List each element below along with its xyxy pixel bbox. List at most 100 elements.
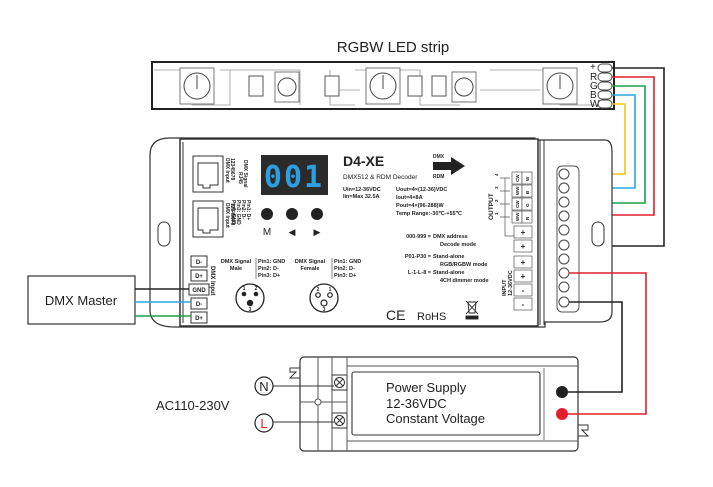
m-button-label: M bbox=[263, 227, 271, 238]
mode-desc: 4CH dimmer mode bbox=[440, 278, 489, 284]
svg-text:1: 1 bbox=[494, 212, 499, 215]
power-supply bbox=[288, 356, 590, 452]
terminal-plus: + bbox=[521, 228, 526, 237]
psu-title: Power Supply bbox=[386, 380, 467, 395]
terminal-gnd: GND bbox=[192, 288, 206, 294]
led-chip bbox=[365, 67, 401, 105]
rj45-2-pins: 12345678 bbox=[229, 203, 235, 225]
svg-text:1: 1 bbox=[329, 287, 332, 293]
strip-pin-b-label: B bbox=[590, 90, 597, 101]
mode-code: L-1-L-8 = bbox=[408, 270, 431, 276]
mode-desc: Decode mode bbox=[440, 242, 476, 248]
input-label: INPUT bbox=[502, 279, 508, 296]
right-arrow-icon: ▶ bbox=[314, 227, 321, 237]
mounting-slot bbox=[591, 221, 605, 247]
psu-type: Constant Voltage bbox=[386, 411, 485, 426]
svg-text:WW: WW bbox=[515, 212, 520, 221]
rj45-heading-sub: RJ45 bbox=[237, 172, 243, 184]
svg-text:2: 2 bbox=[317, 287, 320, 293]
rohs-mark: RoHS bbox=[417, 311, 446, 323]
xlr-male-connector[interactable]: 1 2 3 bbox=[235, 283, 265, 313]
rj45-port-1[interactable] bbox=[192, 155, 224, 193]
svg-text:RDM: RDM bbox=[433, 174, 444, 180]
psu-positive-terminal bbox=[556, 408, 568, 420]
dmx-wires bbox=[135, 288, 191, 317]
svg-text:4: 4 bbox=[494, 173, 499, 176]
strip-pin-plus-label: + bbox=[590, 62, 596, 73]
xlr-female-title: DMX Signal bbox=[295, 259, 326, 265]
xlr-male-subtitle: Male bbox=[230, 266, 242, 272]
xlr-male-pin: Pin2: D- bbox=[258, 266, 279, 272]
output-terminals bbox=[558, 168, 570, 308]
mode-desc: Stand-alone bbox=[433, 254, 464, 260]
rj45-pinout: Pin1: D+ bbox=[245, 200, 251, 220]
power-wires bbox=[568, 272, 647, 415]
ac-terminals bbox=[300, 374, 348, 429]
svg-text:B: B bbox=[525, 190, 530, 194]
model-subtitle: DMX512 & RDM Decoder bbox=[343, 174, 418, 181]
weee-bin-icon bbox=[465, 300, 479, 320]
left-button[interactable] bbox=[286, 208, 298, 220]
svg-text:CW: CW bbox=[515, 200, 520, 208]
svg-text:2: 2 bbox=[494, 199, 499, 202]
terminal-plus: + bbox=[521, 272, 526, 281]
strip-pads bbox=[597, 63, 613, 109]
rj45-2-label: DMX Input bbox=[224, 203, 230, 228]
spec-uin: Uin=12-36VDC bbox=[343, 187, 381, 193]
dmx-terminals-label: DMX Input bbox=[209, 266, 215, 296]
xlr-female-connector[interactable]: 2 1 3 bbox=[309, 283, 339, 313]
svg-text:WW: WW bbox=[515, 186, 520, 195]
rj45-pinout: Pin2: D- bbox=[240, 200, 246, 219]
led-chip-small bbox=[451, 71, 477, 103]
rj45-port-2[interactable] bbox=[192, 200, 224, 238]
xlr-male-pin: Pin1: GND bbox=[258, 259, 285, 265]
terminal-minus: - bbox=[522, 286, 525, 295]
xlr-female-subtitle: Female bbox=[301, 266, 320, 272]
m-button[interactable] bbox=[261, 208, 273, 220]
terminal-minus: - bbox=[522, 300, 525, 309]
strip-title: RGBW LED strip bbox=[337, 39, 450, 56]
resistor bbox=[248, 75, 447, 97]
mode-desc: Stand-alone bbox=[433, 270, 464, 276]
svg-text:3: 3 bbox=[249, 307, 252, 313]
svg-text:3: 3 bbox=[323, 307, 326, 313]
svg-text:CW: CW bbox=[515, 174, 520, 182]
led-chip bbox=[542, 67, 578, 105]
led-strip: + R G B W bbox=[151, 61, 615, 110]
model-name: D4-XE bbox=[343, 153, 384, 169]
input-voltage-label: 12-36VDC bbox=[508, 270, 514, 296]
xlr-female-pin: Pin3: D+ bbox=[334, 273, 356, 279]
xlr-female-pin: Pin2: D- bbox=[334, 266, 355, 272]
mode-desc: RGB/RGBW mode bbox=[440, 262, 487, 268]
ac-input-label: AC110-230V bbox=[156, 398, 230, 413]
spec-temp: Temp Range:-30℃-+55℃ bbox=[396, 210, 463, 217]
dmx-master-label: DMX Master bbox=[45, 293, 118, 308]
strip-pin-w-label: W bbox=[590, 99, 600, 110]
rj45-heading: DMX Signal bbox=[242, 160, 248, 188]
power-terminal-boxes bbox=[513, 225, 533, 311]
strip-pin-g-label: G bbox=[590, 81, 598, 92]
led-chip-small bbox=[274, 71, 300, 103]
dmx-master-box bbox=[27, 275, 136, 325]
svg-text:L: L bbox=[260, 416, 267, 431]
neutral-symbol: N bbox=[254, 376, 274, 396]
live-symbol: L bbox=[254, 413, 274, 433]
spec-iin: Iin=Max 32.5A bbox=[343, 194, 380, 200]
mode-code: 000-999 = bbox=[406, 234, 431, 240]
xlr-male-pin: Pin3: D+ bbox=[258, 273, 280, 279]
right-button[interactable] bbox=[311, 208, 323, 220]
terminal-plus: + bbox=[521, 258, 526, 267]
display-value: 001 bbox=[264, 160, 324, 195]
rj45-pinout: Pin6: GND bbox=[230, 200, 236, 225]
terminal-d-minus: D- bbox=[196, 302, 202, 308]
strip-pin-r-label: R bbox=[590, 72, 597, 83]
mounting-slot bbox=[157, 221, 171, 247]
svg-text:W: W bbox=[525, 176, 530, 181]
spec-uout: Uout=4×(12-36)VDC bbox=[396, 187, 447, 193]
output-channels: 4 3 2 1 CW W WW B CW G WW R bbox=[494, 171, 533, 237]
rj45-1-label: DMX Input bbox=[224, 158, 230, 183]
xlr-male-title: DMX Signal bbox=[221, 259, 252, 265]
led-display: 001 bbox=[261, 155, 328, 195]
rj45-pinout: Pin3: GND bbox=[235, 200, 241, 225]
led-chip bbox=[179, 67, 215, 105]
